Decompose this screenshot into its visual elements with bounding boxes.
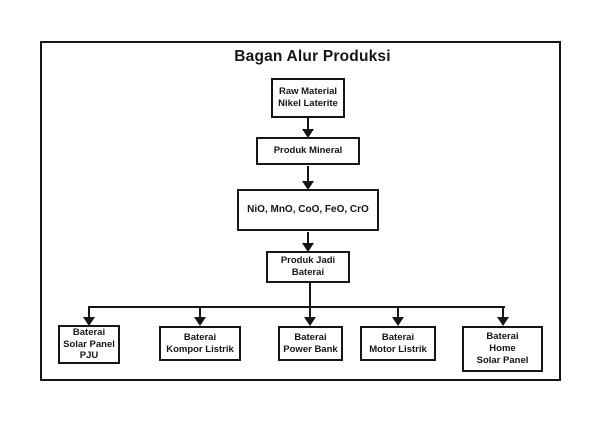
node-product-kompor-listrik: Baterai Kompor Listrik bbox=[159, 326, 241, 361]
branch-horizontal-connector bbox=[88, 306, 505, 308]
arrow-down-icon bbox=[392, 307, 404, 326]
node-mineral-oxides: NiO, MnO, CoO, FeO, CrO bbox=[237, 189, 379, 231]
node-produk-mineral: Produk Mineral bbox=[256, 137, 360, 165]
arrow-shaft bbox=[309, 307, 311, 317]
arrow-head bbox=[194, 317, 206, 326]
arrow-down-icon bbox=[83, 307, 95, 326]
arrow-shaft bbox=[199, 307, 201, 317]
arrow-head bbox=[304, 317, 316, 326]
arrow-head bbox=[302, 181, 314, 190]
arrow-shaft bbox=[307, 232, 309, 243]
arrow-shaft bbox=[502, 307, 504, 317]
arrow-head bbox=[497, 317, 509, 326]
branch-stem-connector bbox=[309, 283, 311, 308]
diagram-title: Bagan Alur Produksi bbox=[234, 48, 391, 65]
arrow-down-icon bbox=[302, 232, 314, 252]
arrow-shaft bbox=[397, 307, 399, 317]
arrow-down-icon bbox=[304, 307, 316, 326]
arrow-shaft bbox=[88, 307, 90, 317]
arrow-shaft bbox=[307, 166, 309, 181]
node-raw-material: Raw Material Nikel Laterite bbox=[271, 78, 345, 118]
arrow-down-icon bbox=[194, 307, 206, 326]
arrow-head bbox=[302, 129, 314, 138]
node-product-solar-panel-pju: Baterai Solar Panel PJU bbox=[58, 325, 120, 364]
node-product-home-solar-panel: Baterai Home Solar Panel bbox=[462, 326, 543, 372]
node-product-motor-listrik: Baterai Motor Listrik bbox=[360, 326, 436, 361]
arrow-down-icon bbox=[302, 166, 314, 190]
arrow-down-icon bbox=[497, 307, 509, 326]
arrow-down-icon bbox=[302, 118, 314, 138]
arrow-head bbox=[392, 317, 404, 326]
node-product-power-bank: Baterai Power Bank bbox=[278, 326, 343, 361]
arrow-head bbox=[302, 243, 314, 252]
arrow-shaft bbox=[307, 118, 309, 129]
node-produk-jadi-baterai: Produk Jadi Baterai bbox=[266, 251, 350, 283]
arrow-head bbox=[83, 317, 95, 326]
